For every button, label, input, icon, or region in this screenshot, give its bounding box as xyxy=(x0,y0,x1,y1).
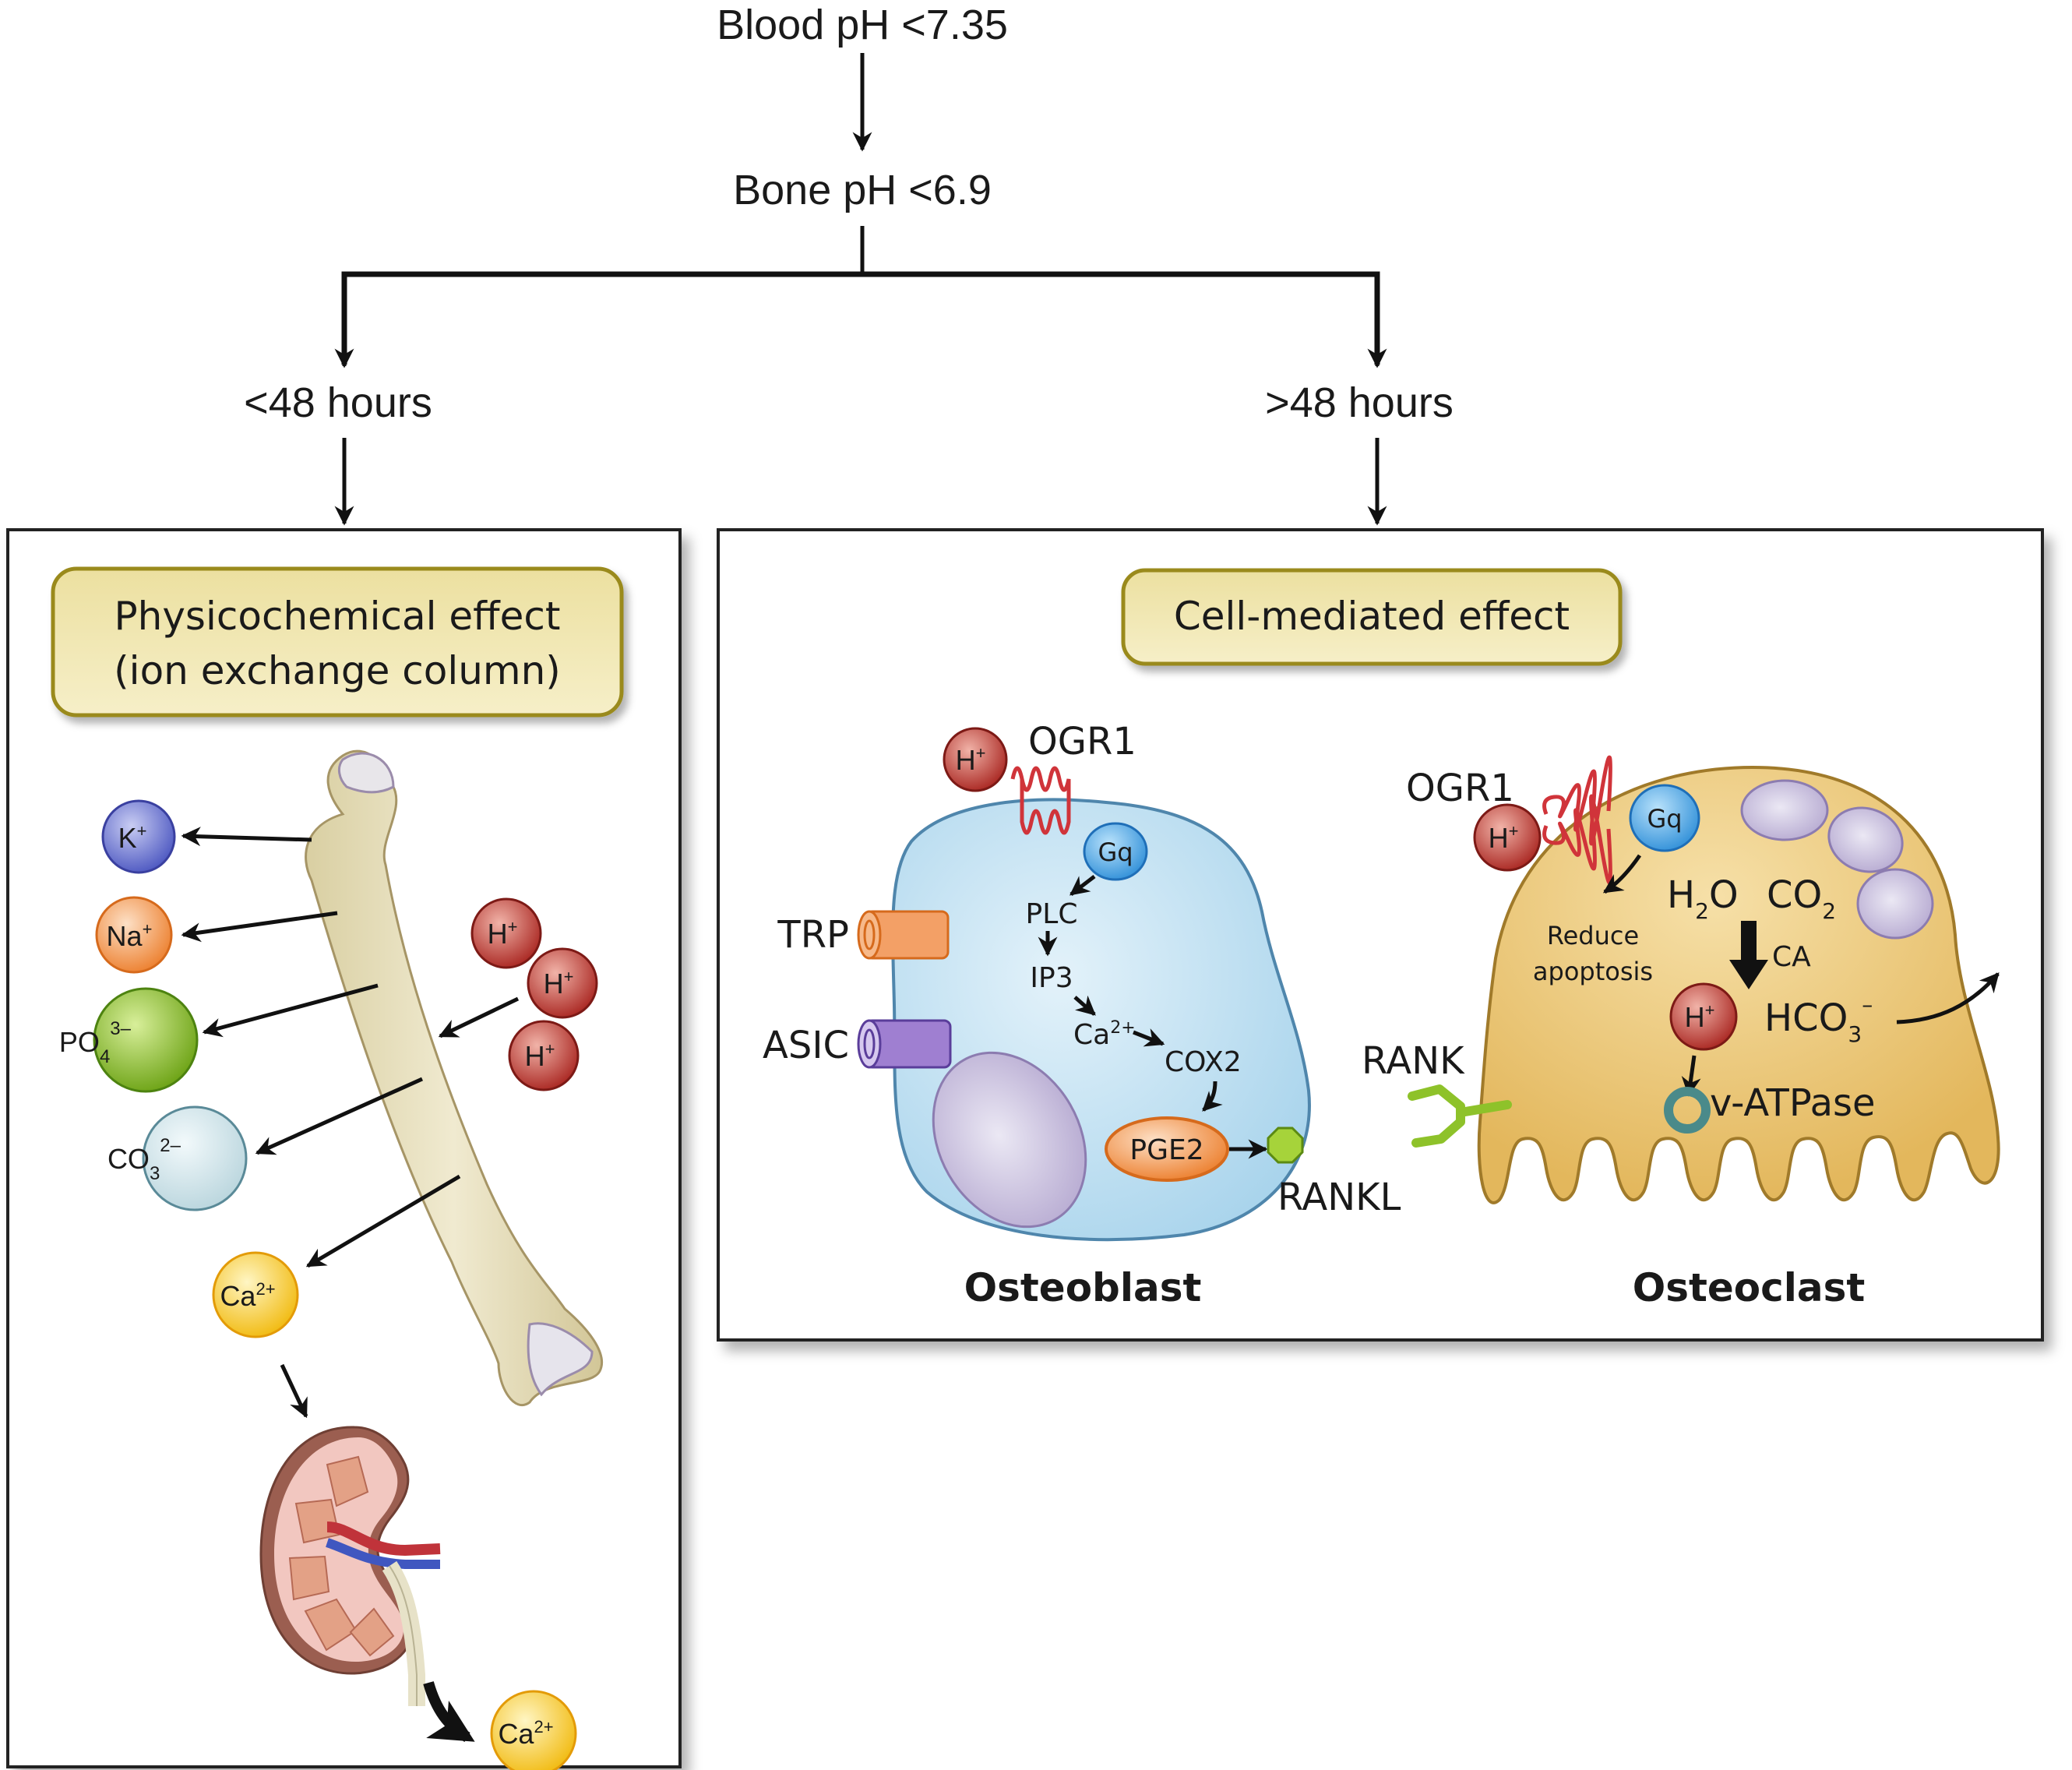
asic-label: ASIC xyxy=(763,1024,849,1067)
trp-label: TRP xyxy=(777,913,849,957)
cell-mediated-title-box: Cell-mediated effect xyxy=(1121,568,1623,666)
ca-reaction-arrow xyxy=(1729,921,1768,989)
ogr1-receptor-icon xyxy=(1010,766,1071,835)
cell-mediated-panel: Cell-mediated effect H+ OGR1 Gq PLC IP3 … xyxy=(717,528,2044,1342)
osteoblast-cell: H+ OGR1 Gq PLC IP3 Ca2+ COX2 PGE2 RANKL xyxy=(763,720,1401,1310)
trp-channel-icon xyxy=(857,910,950,960)
osteoclast-cell: H+ OGR1 Gq Reduce apoptosis H2O CO2 CA H… xyxy=(1362,755,2000,1310)
svg-text:H+: H+ xyxy=(956,743,986,776)
osteoclast-gq xyxy=(1629,784,1700,852)
rank-receptor-icon xyxy=(1408,1084,1512,1148)
ion-ca: Ca2+ xyxy=(212,1174,461,1338)
osteoclast-proton-in xyxy=(1669,982,1738,1051)
svg-text:PO43–: PO43– xyxy=(59,1018,132,1067)
ip3-label: IP3 xyxy=(1030,962,1073,994)
osteoblast-label: Osteoblast xyxy=(964,1265,1202,1310)
osteoblast-ogr1-label: OGR1 xyxy=(1028,720,1136,763)
reduce-label: Reduce xyxy=(1547,921,1639,950)
ion-na: Na+ xyxy=(95,896,338,974)
pge2-label: PGE2 xyxy=(1129,1134,1203,1166)
asic-channel-icon xyxy=(857,1019,952,1069)
svg-text:Gq: Gq xyxy=(1098,837,1133,867)
water-label: H2O xyxy=(1667,873,1739,924)
svg-text:H+: H+ xyxy=(544,967,574,1000)
physicochemical-title-box: Physicochemical effect (ion exchange col… xyxy=(51,566,624,718)
physicochemical-title-line1: Physicochemical effect xyxy=(115,594,561,639)
co2-label: CO2 xyxy=(1767,873,1836,924)
osteoblast-gq xyxy=(1083,822,1148,881)
ion-po4: PO43– xyxy=(59,983,379,1093)
v-atpase-pump-icon xyxy=(1664,1087,1711,1134)
physicochemical-panel: Physicochemical effect (ion exchange col… xyxy=(6,528,682,1770)
physicochemical-title-line2: (ion exchange column) xyxy=(114,648,561,693)
arrow-ca-to-kidney xyxy=(280,1363,308,1419)
ca-label: Ca2+ xyxy=(1073,1018,1136,1051)
protons-in: H+ H+ H+ xyxy=(438,897,598,1091)
svg-text:H+: H+ xyxy=(525,1039,555,1072)
osteoclast-nucleus-1 xyxy=(1740,779,1829,841)
bicarbonate-export-arrow xyxy=(1896,972,2000,1024)
long-term-label: >48 hours xyxy=(1265,379,1454,426)
v-atpase-label: v-ATPase xyxy=(1710,1081,1876,1125)
ca-enzyme-label: CA xyxy=(1772,941,1811,973)
rank-label: RANK xyxy=(1362,1039,1465,1083)
flowchart-top: Blood pH <7.35 Bone pH <6.9 <48 hours >4… xyxy=(244,2,1454,526)
cell-mediated-title: Cell-mediated effect xyxy=(1174,594,1570,639)
osteoblast-proton xyxy=(943,727,1008,792)
blood-ph-label: Blood pH <7.35 xyxy=(717,2,1008,48)
branch-line xyxy=(341,271,1380,365)
osteoclast-ogr1-label: OGR1 xyxy=(1406,767,1514,810)
arrow-ca-excretion xyxy=(423,1681,475,1743)
apoptosis-label: apoptosis xyxy=(1533,957,1653,986)
rankl-ligand-icon xyxy=(1267,1127,1304,1164)
ion-co3: CO32– xyxy=(107,1077,424,1211)
pge2-node xyxy=(1105,1116,1229,1182)
bicarbonate-label: HCO3– xyxy=(1764,992,1873,1047)
svg-text:CO32–: CO32– xyxy=(107,1135,181,1184)
svg-text:K+: K+ xyxy=(118,821,147,854)
svg-text:H+: H+ xyxy=(1489,821,1519,854)
osteoclast-ogr1-receptor-icon xyxy=(1542,755,1612,885)
svg-text:H+: H+ xyxy=(488,917,518,950)
osteoclast-nucleus-3 xyxy=(1856,868,1934,940)
svg-text:Ca2+: Ca2+ xyxy=(498,1717,553,1750)
short-term-label: <48 hours xyxy=(244,379,432,426)
bone-ph-label: Bone pH <6.9 xyxy=(733,167,992,213)
svg-text:H+: H+ xyxy=(1685,1000,1715,1033)
svg-text:Na+: Na+ xyxy=(107,919,153,952)
kidney-icon xyxy=(259,1426,441,1706)
osteoblast-nucleus xyxy=(932,1051,1087,1229)
svg-text:Ca2+: Ca2+ xyxy=(220,1279,275,1312)
ion-ca-excreted: Ca2+ xyxy=(490,1690,577,1770)
ion-k: K+ xyxy=(101,799,312,874)
femur-bone-icon xyxy=(305,749,604,1406)
osteoclast-label: Osteoclast xyxy=(1633,1265,1866,1310)
plc-label: PLC xyxy=(1026,898,1078,930)
svg-text:Gq: Gq xyxy=(1647,804,1682,834)
osteoclast-nucleus-2 xyxy=(1827,806,1904,873)
osteoclast-proton-out xyxy=(1473,803,1542,872)
rankl-label: RANKL xyxy=(1277,1176,1401,1219)
cox2-label: COX2 xyxy=(1165,1046,1242,1078)
